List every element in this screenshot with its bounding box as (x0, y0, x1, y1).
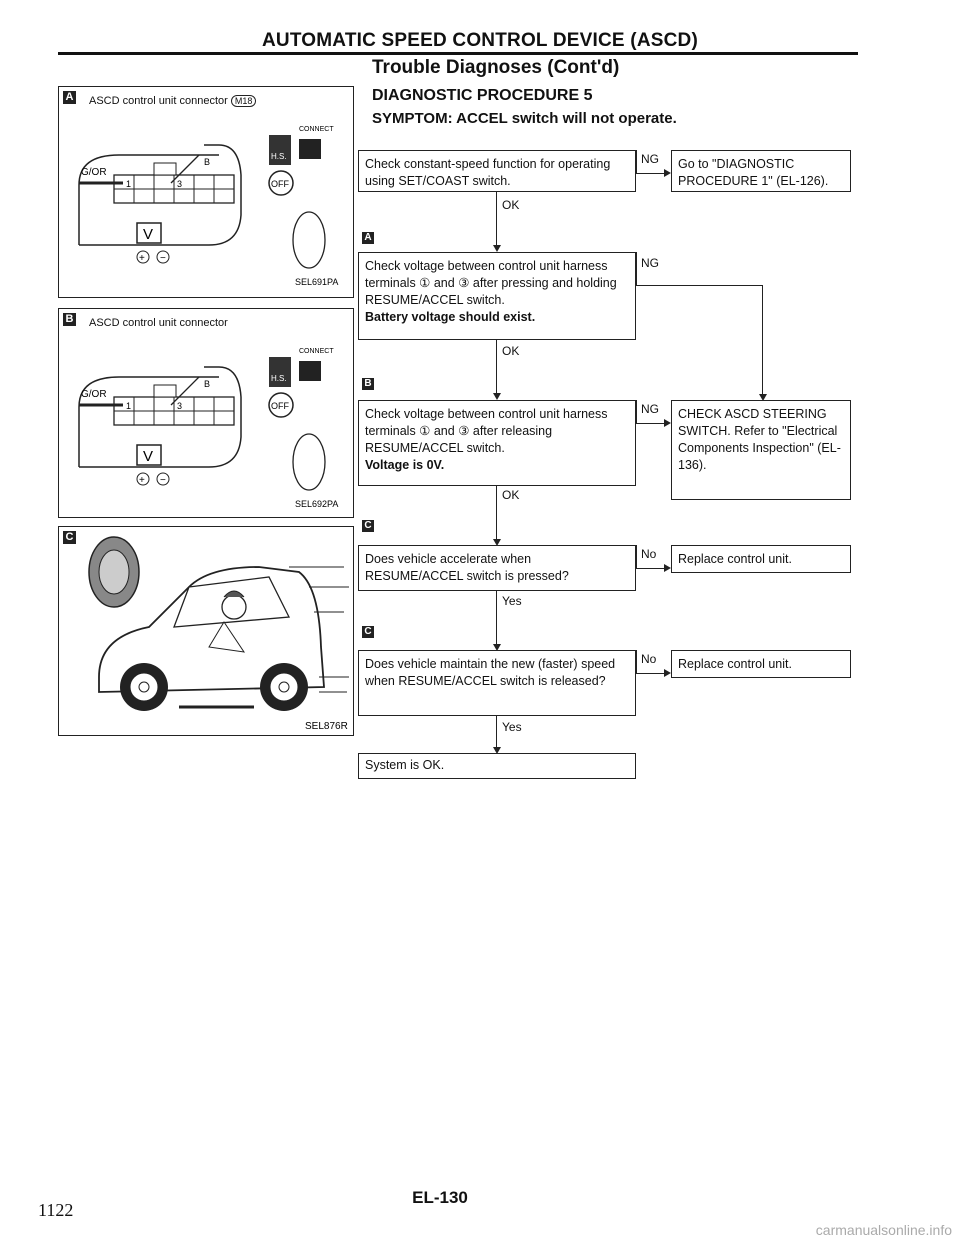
connector-diagram-b: G/OR B 1 3 V + − H.S. CONNECT OFF SEL692P… (78, 348, 338, 509)
step2-ok-label: OK (502, 344, 520, 358)
panel-a: A ASCD control unit connector M18 G/OR B… (58, 86, 354, 298)
step3-ng-line (636, 423, 664, 425)
svg-text:+: + (139, 253, 145, 264)
step3-ng-arrow (664, 419, 671, 427)
tag-b: B (362, 378, 374, 390)
step3-ok-arrow (493, 539, 501, 546)
wire-label-a: G/OR (81, 167, 107, 178)
step3-ng-label: NG (641, 402, 659, 416)
step4-no-line (636, 568, 664, 570)
step5-no-connector (636, 650, 638, 674)
hs-label-a: H.S. (271, 152, 287, 161)
step1-ng-box: Go to "DIAGNOSTIC PROCEDURE 1" (EL-126). (671, 150, 851, 192)
step5-no-box: Replace control unit. (671, 650, 851, 678)
pin-1-label-a: 1 (126, 179, 131, 189)
panel-a-code: SEL691PA (295, 277, 338, 287)
step4-yes-arrow (493, 644, 501, 651)
panel-a-tag: A (63, 91, 76, 104)
step1-ng-arrow (664, 169, 671, 177)
step1-box: Check constant-speed function for operat… (358, 150, 636, 192)
tag-c-1: C (362, 520, 374, 532)
step5-yes-label: Yes (502, 720, 522, 734)
panel-a-caption: ASCD control unit connector M18 (89, 95, 257, 107)
step4-no-connector (636, 545, 638, 569)
pin-b-label-b: B (204, 379, 210, 389)
connect-label-b: CONNECT (299, 348, 334, 355)
step3-ok-label: OK (502, 488, 520, 502)
panel-b-code: SEL692PA (295, 499, 338, 509)
step2-ng-down (762, 285, 764, 397)
step3-ok-line (496, 486, 498, 542)
step2-ng-arrow (759, 394, 767, 401)
off-label-b: OFF (271, 401, 289, 411)
off-label-a: OFF (271, 179, 289, 189)
pin-1-label-b: 1 (126, 401, 131, 411)
step5-no-label: No (641, 652, 657, 666)
car-driver-illustration: SEL876R (88, 536, 349, 732)
panel-b-tag: B (63, 313, 76, 326)
step4-no-label: No (641, 547, 657, 561)
step5-no-line (636, 673, 664, 675)
step2-ng-connector (636, 252, 638, 286)
step2-ok-arrow (493, 393, 501, 400)
connector-id-badge: M18 (230, 95, 257, 107)
step5-no-arrow (664, 669, 671, 677)
final-box: System is OK. (358, 753, 636, 779)
symptom-text: SYMPTOM: ACCEL switch will not operate. (372, 110, 677, 127)
page-title: AUTOMATIC SPEED CONTROL DEVICE (ASCD) (262, 30, 698, 51)
step5-yes-arrow (493, 747, 501, 754)
step1-ok-line (496, 192, 498, 248)
step3-criterion: Voltage is 0V. (365, 458, 445, 472)
section-subtitle: Trouble Diagnoses (Cont'd) (372, 57, 620, 78)
svg-text:+: + (139, 475, 145, 486)
panel-b-caption: ASCD control unit connector (89, 317, 228, 329)
panel-c-tag: C (63, 531, 76, 544)
pin-3-label-b: 3 (177, 401, 182, 411)
step1-ok-arrow (493, 245, 501, 252)
tag-c-2: C (362, 626, 374, 638)
step1-ng-label: NG (641, 152, 659, 166)
connect-label-a: CONNECT (299, 126, 334, 133)
page-number: 1122 (38, 1200, 74, 1220)
step5-box: Does vehicle maintain the new (faster) s… (358, 650, 636, 716)
step2-criterion: Battery voltage should exist. (365, 310, 536, 324)
step1-ng-line (636, 173, 664, 175)
procedure-title: DIAGNOSTIC PROCEDURE 5 (372, 87, 593, 104)
step3-box: Check voltage between control unit harne… (358, 400, 636, 486)
voltmeter-label-b: V (143, 448, 153, 465)
step2-ng-label: NG (641, 256, 659, 270)
step2-box: Check voltage between control unit harne… (358, 252, 636, 340)
step4-no-arrow (664, 564, 671, 572)
tag-a: A (362, 232, 374, 244)
watermark: carmanualsonline.info (815, 1222, 952, 1238)
step1-ng-connector (636, 150, 638, 174)
voltmeter-label-a: V (143, 226, 153, 243)
panel-c: C SEL876R (58, 526, 354, 736)
step5-yes-line (496, 716, 498, 750)
step4-yes-label: Yes (502, 594, 522, 608)
svg-text:−: − (160, 475, 166, 486)
step3-ng-box: CHECK ASCD STEERING SWITCH. Refer to "El… (671, 400, 851, 500)
step4-box: Does vehicle accelerate when RESUME/ACCE… (358, 545, 636, 591)
step3-ng-connector (636, 400, 638, 424)
step2-ok-line (496, 340, 498, 396)
connector-diagram-a: G/OR B 1 3 V + − H.S. CONNECT OFF SEL691P… (78, 126, 338, 287)
step2-ng-line (636, 285, 762, 287)
pin-3-label-a: 3 (177, 179, 182, 189)
hs-label-b: H.S. (271, 374, 287, 383)
step4-yes-line (496, 591, 498, 647)
panel-c-code: SEL876R (305, 721, 348, 732)
step4-no-box: Replace control unit. (671, 545, 851, 573)
page-code: EL-130 (412, 1188, 468, 1207)
title-rule (58, 52, 858, 55)
panel-b: B ASCD control unit connector G/OR B 1 3… (58, 308, 354, 518)
pin-b-label-a: B (204, 157, 210, 167)
wire-label-b: G/OR (81, 389, 107, 400)
svg-text:−: − (160, 253, 166, 264)
step1-ok-label: OK (502, 198, 520, 212)
